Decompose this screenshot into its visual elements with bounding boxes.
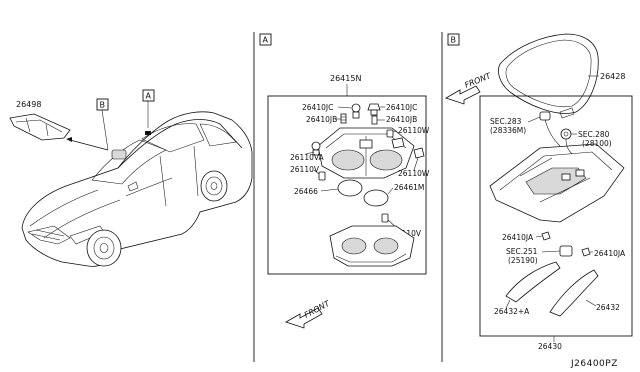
bulb-26110W-mid — [413, 147, 425, 159]
front-label-b: FRONT — [463, 71, 493, 90]
part-26498: 26498 — [9, 100, 109, 151]
bulb-26110V-left — [318, 171, 326, 181]
map-lamp-housing — [317, 127, 415, 179]
label-26415N: 26415N — [330, 74, 361, 83]
callout-b-letter: B — [100, 101, 106, 110]
label-26466: 26466 — [294, 187, 318, 196]
label-sec280-b: (28100) — [582, 139, 612, 148]
lamp-lens-cover — [329, 225, 415, 267]
label-26410JC-left: 26410JC — [302, 103, 333, 112]
label-26410JB-right: 26410JB — [386, 115, 417, 124]
label-sec283-a: SEC.283 — [490, 117, 522, 126]
diagram-reference-id: J26400PZ — [570, 359, 618, 369]
label-26410JB-left: 26410JB — [306, 115, 337, 124]
label-26498: 26498 — [16, 100, 41, 109]
label-sec251-b: (25190) — [508, 256, 538, 265]
sec-251-switch — [559, 245, 573, 257]
lens-right — [363, 189, 389, 207]
sec-283-component — [539, 107, 575, 147]
section-a-letter: A — [263, 36, 269, 45]
screw-26410JB-right — [371, 115, 378, 125]
bulb-26110W-top — [386, 129, 394, 138]
label-sec251-a: SEC.251 — [506, 247, 538, 256]
label-sec280-a: SEC.280 — [578, 130, 610, 139]
callout-a-letter: A — [146, 92, 152, 101]
label-26410JA-left: 26410JA — [502, 233, 534, 242]
label-26410JC-right: 26410JC — [386, 103, 417, 112]
callout-a: A — [142, 89, 155, 128]
sec-280-component — [560, 128, 573, 155]
bulb-26110V-bottom — [381, 213, 389, 223]
callout-b: B — [96, 98, 109, 151]
part-26428 — [498, 33, 599, 114]
car-illustration — [21, 111, 253, 267]
label-26461M: 26461M — [394, 183, 424, 192]
label-26430: 26430 — [538, 342, 562, 351]
lens-left — [337, 179, 363, 197]
part-26432 — [549, 269, 599, 317]
part-26432-A — [505, 261, 561, 303]
label-26432: 26432 — [596, 303, 620, 312]
section-b-letter: B — [451, 36, 457, 45]
label-26432A: 26432+A — [494, 307, 530, 316]
label-26428: 26428 — [600, 72, 625, 81]
label-26110VA: 26110VA — [290, 153, 325, 162]
label-26110W-mid: 26110W — [398, 169, 430, 178]
label-sec283-b: (28336M) — [490, 126, 526, 135]
screw-26410JB-left — [340, 113, 347, 124]
clip-26410JC-right — [367, 103, 381, 116]
section-b: B 26428 FRONT S — [441, 32, 633, 362]
clip-26410JA-right — [581, 247, 591, 257]
label-26110W-top: 26110W — [398, 126, 430, 135]
roof-console-trim — [489, 143, 625, 223]
clip-26410JA-left — [541, 231, 551, 241]
front-arrow-a: FRONT — [285, 298, 332, 329]
clip-26410JC-left — [351, 103, 361, 119]
bulb-26110VA — [311, 141, 321, 156]
front-arrow-b: FRONT — [445, 71, 493, 105]
section-a: A 26415N 26410JC 26410JC 26410JB 26410JB — [253, 32, 430, 362]
label-26110V-left: 26110V — [290, 165, 320, 174]
label-26410JA-right: 26410JA — [594, 249, 626, 258]
